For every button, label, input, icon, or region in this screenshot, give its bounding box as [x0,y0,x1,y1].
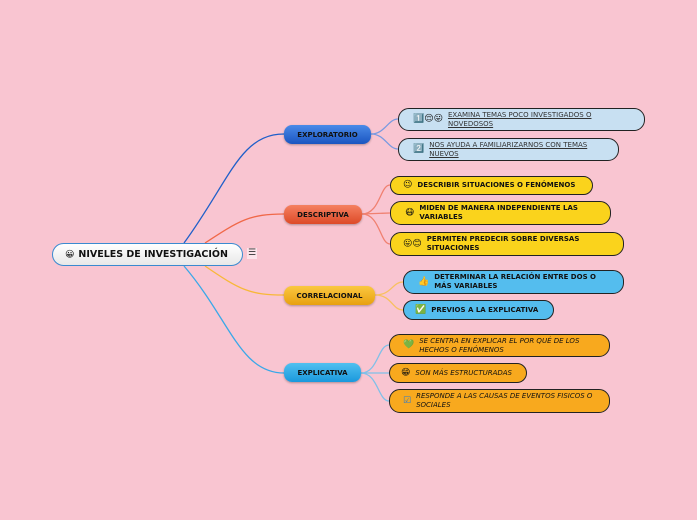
leaf-exploratorio-2[interactable]: 2️⃣ NOS AYUDA A FAMILIARIZARNOS CON TEMA… [398,138,619,161]
check-mark-icon: ✅ [415,304,427,315]
mask-face-icon: 😷 [405,207,415,218]
connector-correlacional [204,265,285,296]
leaf-descriptiva-3[interactable]: 😛😊 PERMITEN PREDECIR SOBRE DIVERSAS SITU… [390,232,624,256]
menu-icon[interactable]: ☰ [247,248,257,259]
branch-correlacional[interactable]: CORRELACIONAL [284,286,375,305]
connector-explicativa [183,265,285,374]
grin-face-icon: 😁 [401,367,411,378]
leaf-text: NOS AYUDA A FAMILIARIZARNOS CON TEMAS NU… [429,140,588,158]
leaf-correlacional-2[interactable]: ✅ PREVIOS A LA EXPLICATIVA [403,300,554,320]
leaf-correlacional-1[interactable]: 👍 DETERMINAR LA RELACIÓN ENTRE DOS O MÁS… [403,270,624,294]
check-circle-icon: ☑ [403,395,412,406]
grinning-face-icon: 😀 [65,249,75,260]
green-heart-icon: 💚 [403,340,415,350]
leaf-exploratorio-1[interactable]: 1️⃣😌😛 EXAMINA TEMAS POCO INVESTIGADOS O … [398,108,645,131]
branch-descriptiva[interactable]: DESCRIPTIVA [284,205,362,224]
leaf-text: SE CENTRA EN EXPLICAR EL POR QUÉ DE LOS … [419,336,580,354]
tongue-face-icon: 😛😊 [403,238,422,249]
branch-exploratorio[interactable]: EXPLORATORIO [284,125,371,144]
leaf-explicativa-2[interactable]: 😁 SON MÁS ESTRUCTURADAS [389,363,527,383]
leaf-text: SON MÁS ESTRUCTURADAS [415,368,512,377]
leaf-descriptiva-2[interactable]: 😷 MIDEN DE MANERA INDEPENDIENTE LAS VARI… [390,201,611,225]
leaf-descriptiva-1[interactable]: 😉 DESCRIBIR SITUACIONES O FENÓMENOS [390,176,593,195]
leaf-text: PREVIOS A LA EXPLICATIVA [431,305,539,314]
wink-face-icon: 😉 [403,180,413,190]
number-one-icon: 1️⃣😌😛 [413,114,443,124]
leaf-text: PERMITEN PREDECIR SOBRE DIVERSAS SITUACI… [426,235,580,252]
leaf-explicativa-1[interactable]: 💚 SE CENTRA EN EXPLICAR EL POR QUÉ DE LO… [389,334,610,357]
connector-descriptiva [204,213,285,244]
leaf-text: MIDEN DE MANERA INDEPENDIENTE LAS VARIAB… [419,204,578,221]
thumbs-up-icon: 👍 [418,276,430,287]
root-title: NIVELES DE INVESTIGACIÓN [78,249,228,260]
leaf-text: DESCRIBIR SITUACIONES O FENÓMENOS [417,181,576,189]
root-node[interactable]: 😀 NIVELES DE INVESTIGACIÓN [52,243,243,266]
connector-exploratorio [183,133,285,244]
number-two-icon: 2️⃣ [413,144,425,154]
leaf-text: EXAMINA TEMAS POCO INVESTIGADOS O NOVEDO… [447,110,592,128]
leaf-explicativa-3[interactable]: ☑ RESPONDE A LAS CAUSAS DE EVENTOS FISIC… [389,389,610,413]
branch-explicativa[interactable]: EXPLICATIVA [284,363,361,382]
leaf-text: RESPONDE A LAS CAUSAS DE EVENTOS FISICOS… [416,392,593,409]
leaf-text: DETERMINAR LA RELACIÓN ENTRE DOS O MÁS V… [434,273,596,290]
